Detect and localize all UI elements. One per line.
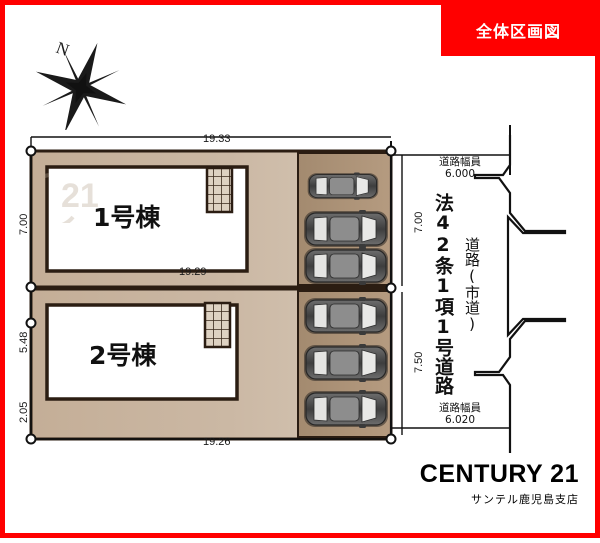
corner-node-se xyxy=(385,433,397,445)
site-plan-drawing xyxy=(25,125,567,453)
company-logo: CENTURY 21 サンテル鹿児島支店 xyxy=(420,462,579,507)
corner-node-nw xyxy=(25,145,37,157)
dim-plot2-left-upper: 5.48 xyxy=(18,331,30,353)
dim-plot1-left: 7.00 xyxy=(18,213,30,235)
corner-node-sw xyxy=(25,433,37,445)
road-width-top-value: 6.000 xyxy=(444,168,476,181)
road-width-top-group: 道路幅員 6.000 xyxy=(427,156,493,180)
dim-plot1-right: 7.00 xyxy=(413,211,425,233)
plot-2-car-2 xyxy=(303,343,389,383)
road-width-bottom-group: 道路幅員 6.020 xyxy=(427,402,493,426)
plot-1-car-2 xyxy=(303,209,389,249)
plot-2-label: 2号棟 xyxy=(89,341,157,370)
brand-name: CENTURY 21 xyxy=(419,460,579,488)
road-type-text: 道路(市道) xyxy=(463,237,481,333)
dim-plot1-bottom: 19.29 xyxy=(179,266,207,278)
road-legal-text: 法42条1項1号道路 xyxy=(432,193,454,395)
dim-plot1-top: 19.33 xyxy=(203,133,231,145)
dim-plot2-bottom: 19.26 xyxy=(203,436,231,448)
plot-2-car-1 xyxy=(303,296,389,336)
page-title-banner: 全体区画図 xyxy=(441,4,596,56)
corner-node-ne xyxy=(385,145,397,157)
road-width-bottom-label: 道路幅員 xyxy=(439,402,481,414)
compass-north-label: N xyxy=(54,38,72,60)
road-width-top-label: 道路幅員 xyxy=(439,156,481,168)
road-width-bottom-value: 6.020 xyxy=(444,414,476,427)
plot-1-label: 1号棟 xyxy=(93,203,161,232)
plot-2-car-3 xyxy=(303,389,389,429)
page-title: 全体区画図 xyxy=(475,22,561,41)
dim-plot2-right: 7.50 xyxy=(413,351,425,373)
road-far-edge xyxy=(473,135,567,453)
corner-node-w-mid2 xyxy=(25,317,37,329)
corner-node-e-mid xyxy=(385,282,397,294)
plot-2-stairs xyxy=(203,301,232,349)
dim-plot2-left-lower: 2.05 xyxy=(18,401,30,423)
compass-rose: N xyxy=(35,30,140,134)
corner-node-w-mid xyxy=(25,281,37,293)
plot-1-stairs xyxy=(205,166,234,214)
branch-name: サンテル鹿児島支店 xyxy=(471,493,579,506)
plot-1-car-1 xyxy=(307,171,379,201)
plot-1-car-3 xyxy=(303,246,389,286)
